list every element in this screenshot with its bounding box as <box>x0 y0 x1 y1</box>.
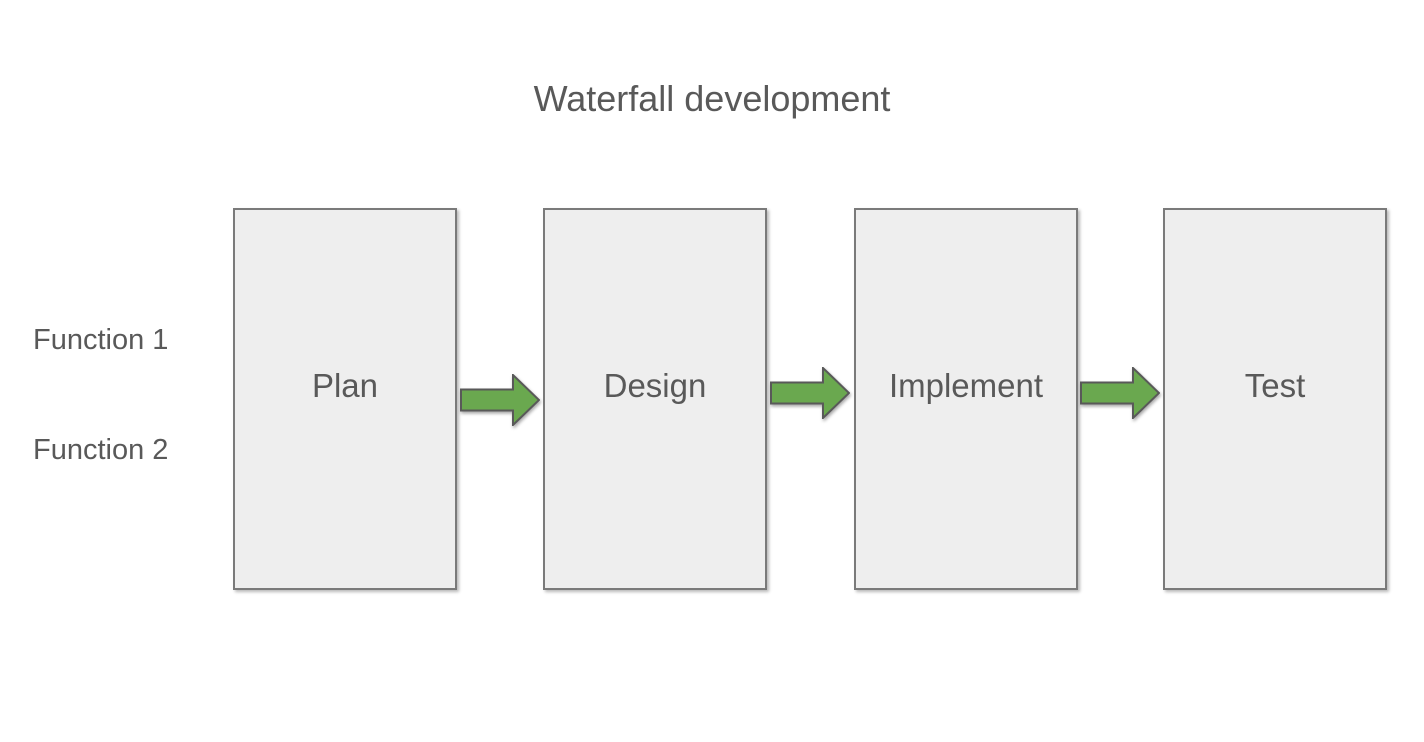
stage-box-implement: Implement <box>854 208 1078 590</box>
stage-label-plan: Plan <box>311 367 379 404</box>
right-arrow-shape <box>460 374 540 426</box>
right-arrow-shape <box>770 367 850 419</box>
row-label-function-1: Function 1 <box>33 324 169 356</box>
right-arrow-icon <box>770 367 850 419</box>
stage-box-plan: Plan <box>233 208 457 590</box>
row-label-function-2: Function 2 <box>33 434 169 466</box>
stage-label-design: Design <box>603 367 707 404</box>
right-arrow-icon <box>1080 367 1160 419</box>
slide-title: Waterfall development <box>533 78 891 119</box>
right-arrow-icon <box>460 374 540 426</box>
stage-box-test: Test <box>1163 208 1387 590</box>
right-arrow-shape <box>1080 367 1160 419</box>
stage-box-design: Design <box>543 208 767 590</box>
stage-label-implement: Implement <box>888 367 1044 404</box>
stage-label-test: Test <box>1244 367 1306 404</box>
